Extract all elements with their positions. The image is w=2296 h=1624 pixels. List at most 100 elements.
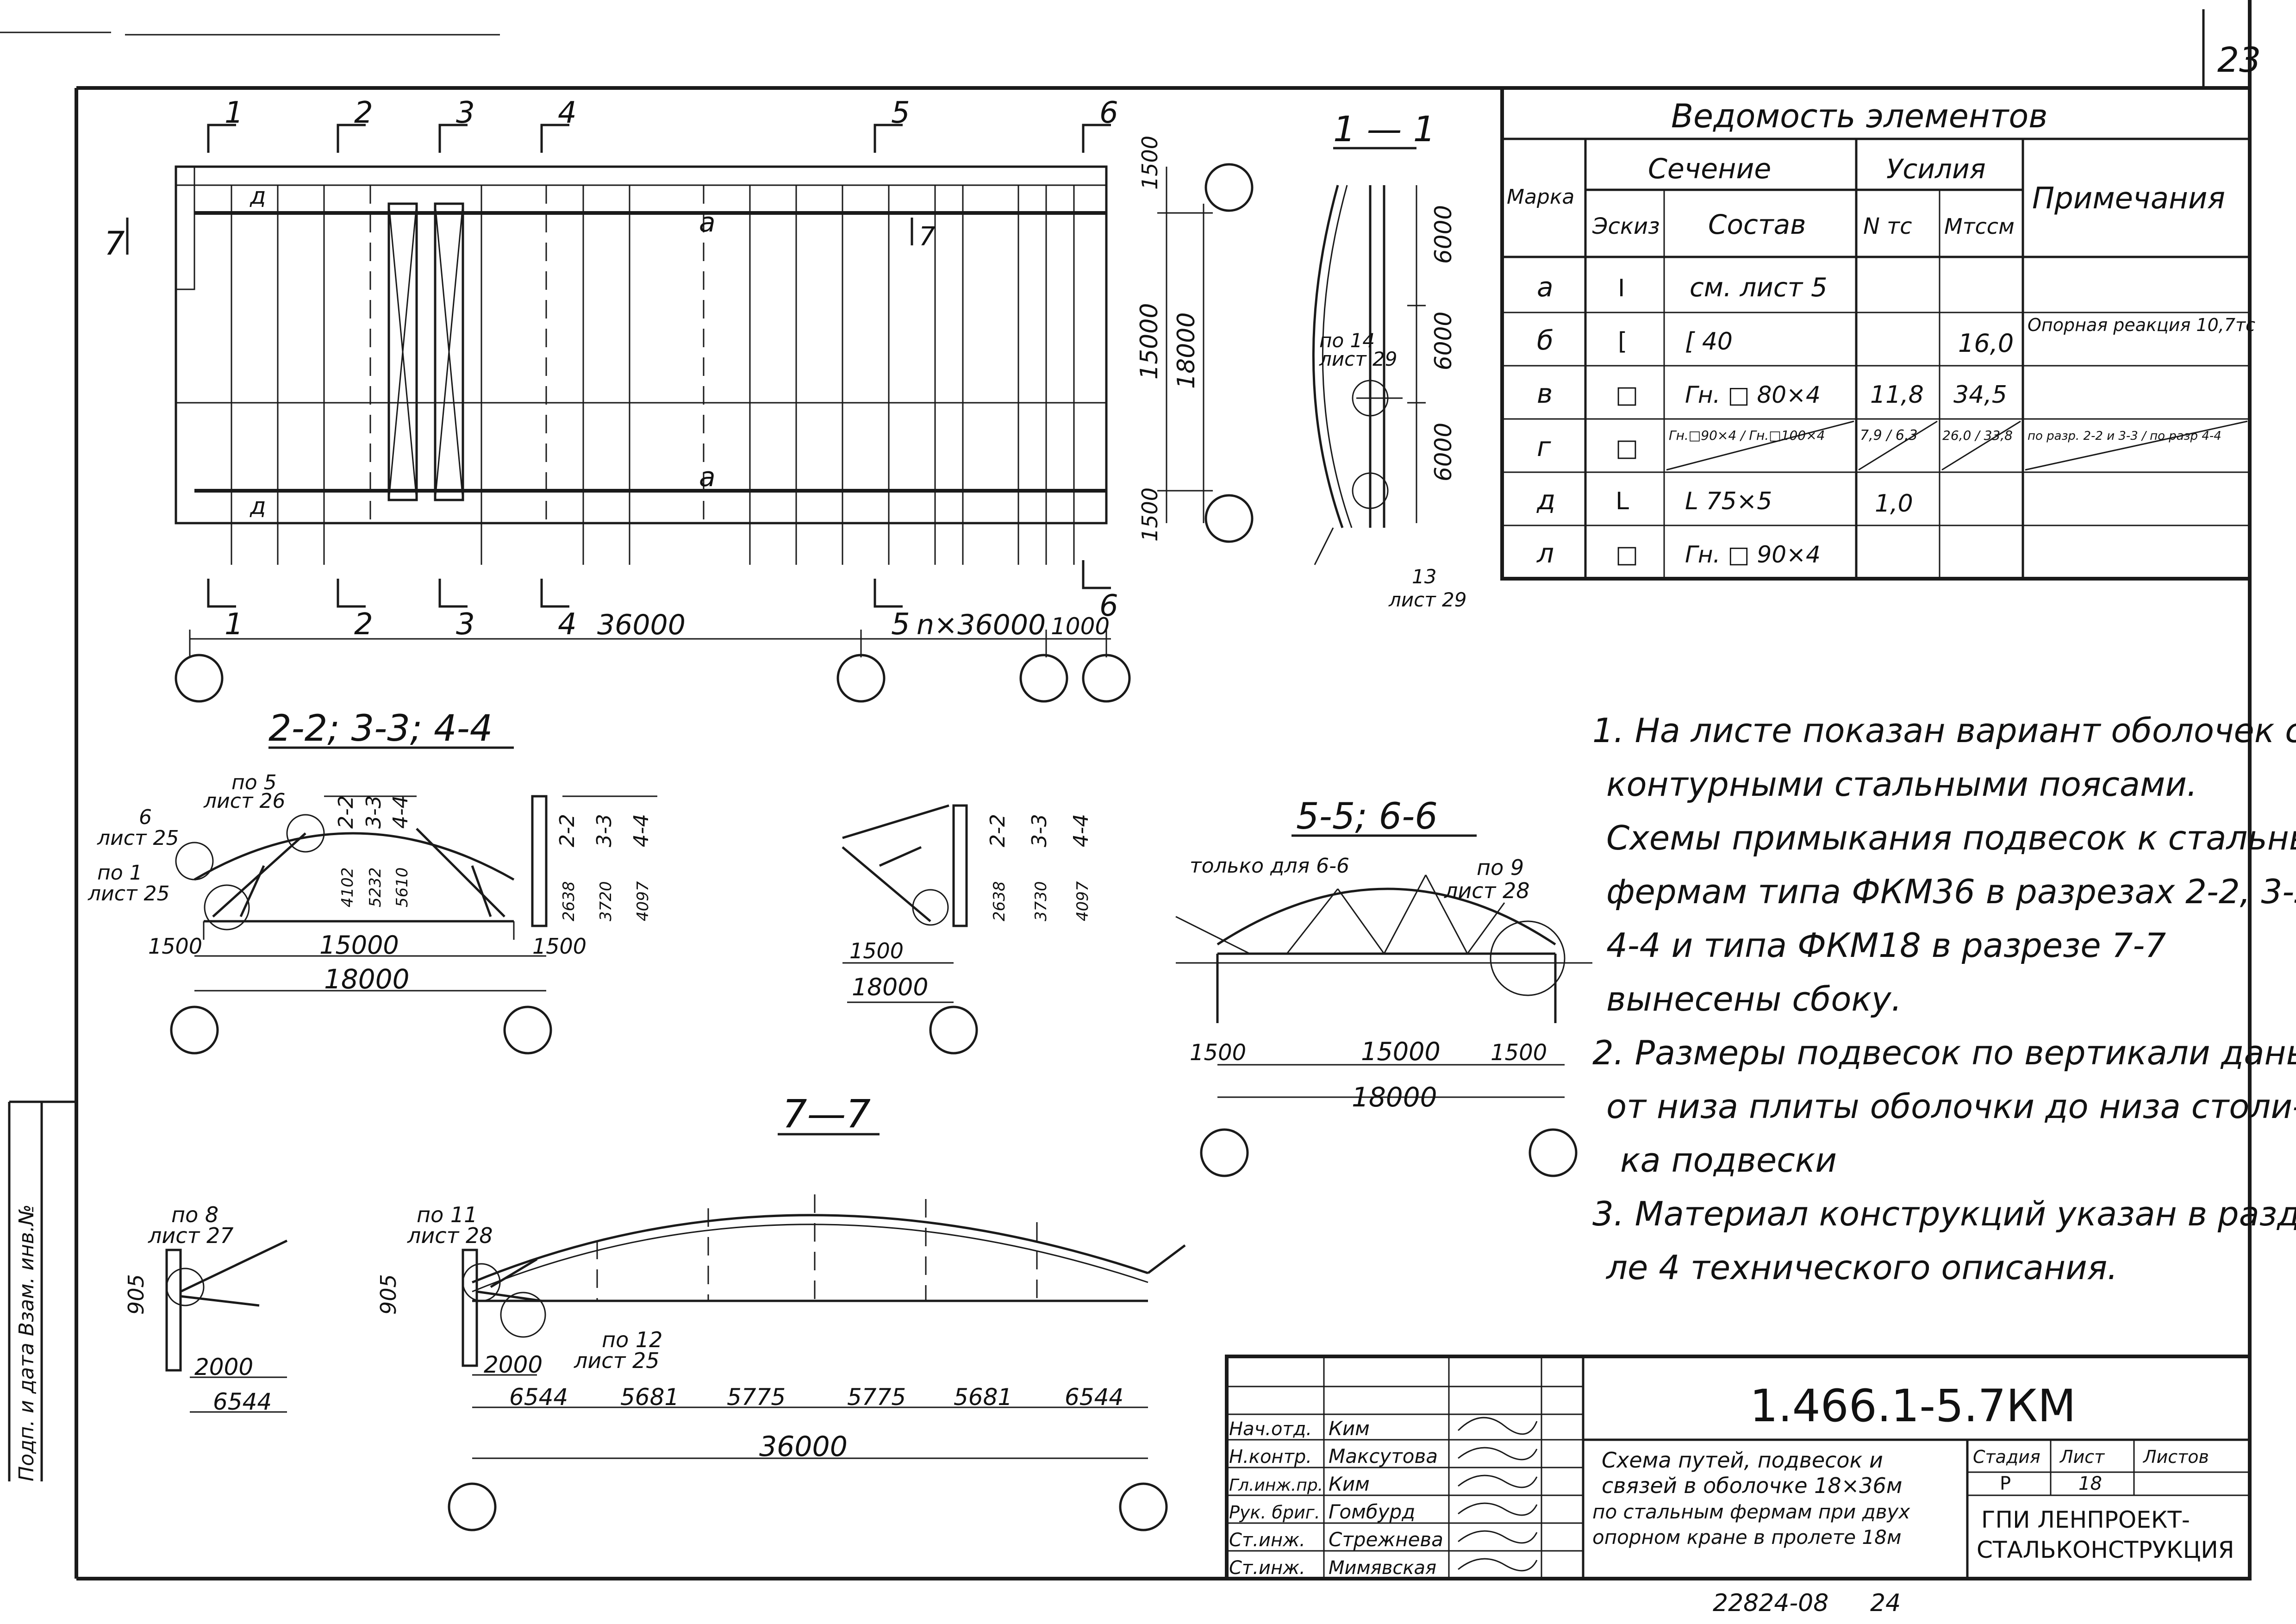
plan-dim-1500-top: 1500 [1137, 136, 1162, 190]
stamp-name-4: Гомбурд [1329, 1500, 1415, 1523]
th-n: N тс [1863, 213, 1912, 239]
row-l-comp: Гн. □ 90×4 [1685, 541, 1821, 568]
row-v-m: 34,5 [1953, 381, 2007, 409]
plan-label-a-bottom: а [699, 461, 716, 493]
s22-ref-1-sheet: лист 25 [87, 882, 170, 906]
plan-dim-1500-bottom: 1500 [1137, 487, 1162, 542]
signature-6 [1458, 1558, 1538, 1572]
s77-ref-11: по 11 [417, 1202, 477, 1227]
stamp-name-5: Стрежнева [1329, 1528, 1443, 1551]
section-22-small: 2-2 3-3 4-4 2638 3730 4097 1500 18000 [842, 804, 1093, 1055]
s22-ref-1: по 1 [97, 861, 143, 885]
stamp-org-2: СТАЛЬКОНСТРУКЦИЯ [1977, 1537, 2234, 1563]
s22-dim-1500-r: 1500 [532, 934, 586, 959]
row-g-sketch: □ [1616, 434, 1638, 462]
s22-ref-6: 6 [139, 806, 152, 829]
s22b-h-3730: 3730 [1032, 881, 1050, 921]
row-b-comp: [ 40 [1685, 328, 1733, 356]
signature-3 [1458, 1474, 1538, 1488]
stamp-role-2: Н.контр. [1229, 1446, 1312, 1468]
s22-ref-5: по 5 [231, 771, 277, 794]
row-v-mark: в [1537, 378, 1553, 409]
row-b-sketch: [ [1618, 328, 1627, 356]
stamp-role-3: Гл.инж.пр. [1229, 1476, 1323, 1495]
s55-dim-1500-r: 1500 [1491, 1040, 1547, 1066]
s77-ref-8-sheet: лист 27 [148, 1223, 234, 1248]
s77-h-905-b: 905 [376, 1274, 401, 1315]
note-line: от низа плиты оболочки до низа столи- [1606, 1087, 2296, 1126]
s55-dim-15000: 15000 [1361, 1037, 1441, 1066]
s55-dim-18000: 18000 [1352, 1081, 1437, 1113]
row-a-sketch: I [1618, 275, 1625, 302]
s22b-col-33: 3-3 [1028, 814, 1051, 847]
table-title: Ведомость элементов [1671, 97, 2047, 135]
th-notes: Примечания [2032, 181, 2225, 216]
side-cut-right: 7 [919, 222, 936, 252]
stamp-name-1: Ким [1329, 1417, 1370, 1440]
s22-col-22: 2-2 [334, 795, 358, 829]
th-m: Mтссм [1944, 214, 2015, 239]
row-v-comp: Гн. □ 80×4 [1685, 381, 1821, 408]
plan-dim-18000: 18000 [1173, 312, 1200, 389]
s22-dim-1500-l: 1500 [148, 934, 202, 959]
stamp-stage-h: Стадия [1973, 1447, 2040, 1467]
stamp-title-2: связей в оболочке 18×36м [1602, 1473, 1902, 1498]
s22-h-4097: 4097 [634, 881, 652, 921]
row-b-mark: б [1537, 325, 1554, 356]
s55-ref-9: по 9 [1477, 855, 1524, 880]
s77-span-6: 6544 [1065, 1384, 1123, 1411]
s22b-h-2638: 2638 [990, 881, 1009, 921]
plan-labels: 1 2 3 4 5 6 1 2 3 4 5 6 7 7 а а д д 3600… [104, 96, 1200, 642]
stamp-role-6: Ст.инж. [1229, 1557, 1305, 1579]
th-marka: Марка [1507, 185, 1574, 209]
plan-ribs [231, 185, 1075, 565]
s77-ref-12: по 12 [602, 1327, 662, 1352]
stamp-role-4: Рук. бриг. [1229, 1502, 1320, 1523]
plan-dim-15000: 15000 [1136, 303, 1163, 380]
th-forces: Усилия [1886, 153, 1986, 185]
plan-dim-1000: 1000 [1051, 613, 1110, 640]
stamp-org-1: ГПИ ЛЕНПРОЕКТ- [1981, 1506, 2190, 1533]
section-2-2: 2-2; 3-3; 4-4 [170, 708, 657, 1055]
s11-dim-6000-b: 6000 [1430, 312, 1457, 370]
footer-number: 22824-08 [1713, 1589, 1828, 1617]
section-7-7: 7—7 по 8 лист 27 905 2000 6544 по 11 [124, 1091, 1186, 1531]
row-d-mark: д [1536, 484, 1555, 516]
stamp-stage: Р [2000, 1473, 2011, 1494]
note-line: 4-4 и типа ФКМ18 в разрезе 7-7 [1606, 926, 2166, 965]
note-line: 3. Материал конструкций указан в разде- [1592, 1194, 2296, 1233]
row-a-mark: а [1537, 271, 1554, 303]
s22b-dim-18000: 18000 [852, 974, 928, 1001]
note-line: вынесены сбоку. [1606, 980, 1902, 1018]
s77-span-2: 5681 [620, 1384, 679, 1411]
cut-label-2-bottom: 2 [354, 607, 373, 642]
cut-label-2: 2 [354, 96, 373, 130]
s22-col-33: 3-3 [362, 795, 386, 829]
side-stamp: Подп. и дата Взам. инв.№ [8, 1100, 76, 1481]
signature-4 [1458, 1502, 1538, 1516]
side-stamp-text: Подп. и дата Взам. инв.№ [15, 1205, 38, 1481]
s22-h-5610: 5610 [393, 867, 412, 907]
stamp-name-2: Максутова [1329, 1445, 1438, 1468]
section-22-labels: по 5 лист 26 6 лист 25 по 1 лист 25 2-2 … [87, 771, 653, 995]
stamp-name-3: Ким [1329, 1473, 1370, 1495]
plan-dim-n36000: n×36000 [917, 609, 1046, 641]
drawing-code: 1.466.1-5.7КМ [1750, 1380, 2076, 1432]
s22-ref-5-sheet: лист 26 [203, 789, 286, 813]
title-block-text: 1.466.1-5.7КМ Схема путей, подвесок и св… [1229, 1380, 2234, 1617]
s11-ref-14-sheet: лист 29 [1319, 348, 1398, 370]
row-g-note: по разр. 2-2 и 3-3 / по разр 4-4 [2028, 429, 2221, 443]
note-line: 1. На листе показан вариант оболочек с [1592, 711, 2296, 750]
row-v-sketch: □ [1616, 381, 1638, 409]
note-line: фермам типа ФКМ36 в разрезах 2-2, 3-3 [1606, 872, 2296, 911]
signature-5 [1458, 1530, 1538, 1544]
cut-label-1: 1 [225, 96, 243, 130]
s22-col-44-r: 4-4 [630, 814, 653, 847]
s77-dim-2000-b: 2000 [484, 1351, 543, 1378]
section-5-5: 5-5; 6-6 только для 6-6 по 9 лист 28 150… [1175, 796, 1592, 1177]
s22-ref-6-sheet: лист 25 [97, 826, 179, 850]
th-composition: Состав [1708, 209, 1806, 240]
s77-span-5: 5681 [954, 1384, 1012, 1411]
plan-view [126, 124, 1254, 703]
